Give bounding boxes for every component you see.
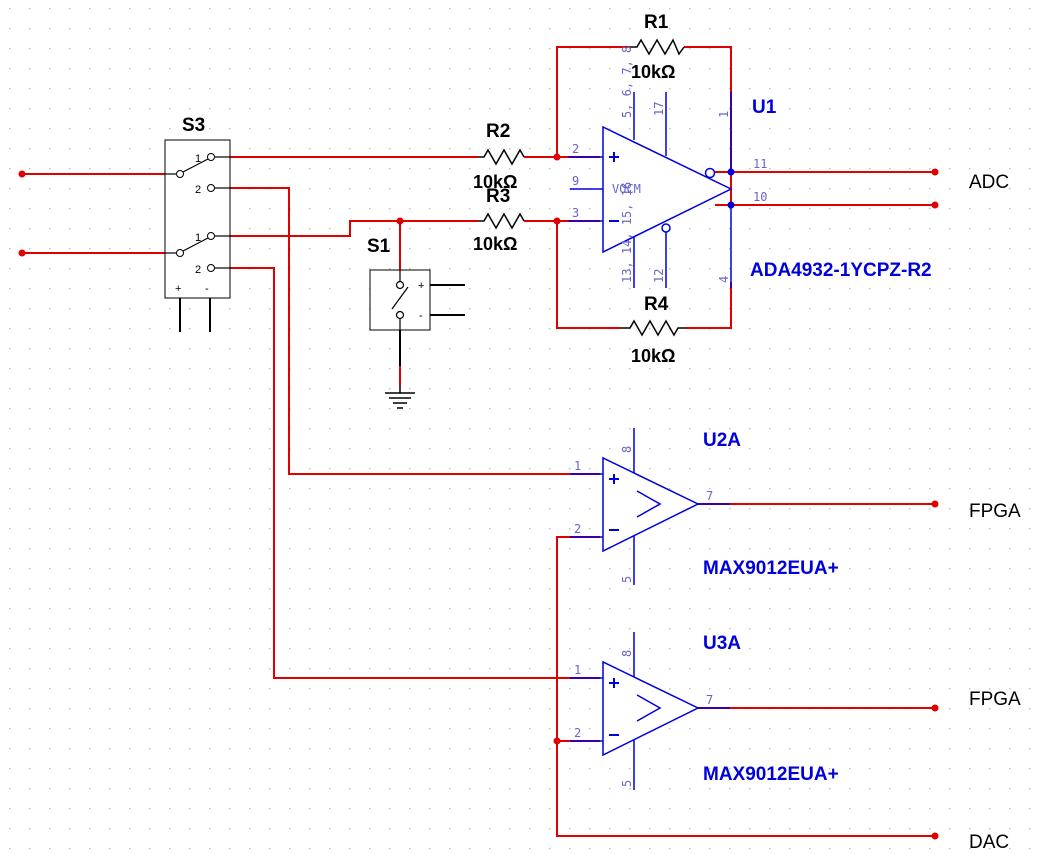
s1-ref: S1 bbox=[367, 236, 391, 257]
u1-pin-bottom-b: 12 bbox=[652, 269, 666, 283]
u1-pin-in-plus: 2 bbox=[572, 142, 579, 156]
resistor-zigzag bbox=[630, 38, 685, 56]
net-label-fpga: FPGA bbox=[969, 501, 1021, 522]
r2-ref: R2 bbox=[486, 121, 510, 142]
junction-dot bbox=[553, 737, 561, 745]
s3-pin-label: 1 bbox=[195, 153, 201, 165]
comparator-u3a[interactable] bbox=[570, 632, 730, 790]
terminal-dot bbox=[931, 704, 939, 712]
u1-pin-bottom-c: 4 bbox=[717, 276, 731, 283]
u3a-pin-vcc: 8 bbox=[620, 650, 634, 657]
r4-value: 10kΩ bbox=[631, 346, 675, 366]
r2-value: 10kΩ bbox=[473, 172, 517, 192]
comparator-u2a[interactable] bbox=[570, 428, 730, 585]
s3-body bbox=[164, 139, 231, 299]
u2a-pin-out: 7 bbox=[706, 489, 713, 503]
r1-ref: R1 bbox=[644, 12, 669, 33]
switch-s1[interactable]: S1 + - bbox=[367, 236, 431, 331]
s3-pin-label: 2 bbox=[195, 264, 201, 276]
r3-value: 10kΩ bbox=[473, 234, 517, 254]
terminal-dot bbox=[931, 832, 939, 840]
ground-icon bbox=[385, 385, 415, 409]
junction-dot bbox=[18, 170, 26, 178]
s3-polarity-label: + bbox=[175, 283, 181, 295]
wire-r4-left bbox=[556, 221, 620, 329]
resistor-zigzag bbox=[478, 212, 525, 230]
wire-s3-u3a bbox=[230, 267, 600, 679]
terminal-dot bbox=[931, 201, 939, 209]
r1-value: 10kΩ bbox=[631, 62, 675, 82]
wire-r4-right bbox=[686, 282, 732, 329]
u1-pin-top-c: 1 bbox=[717, 111, 731, 118]
s3-pin-label: 1 bbox=[195, 232, 201, 244]
resistor-r3[interactable]: R3 10kΩ bbox=[473, 186, 525, 254]
junction-dot bbox=[553, 153, 561, 161]
u2a-comparator-symbol bbox=[636, 490, 662, 518]
terminal-dot bbox=[931, 168, 939, 176]
u1-part-number: ADA4932-1YCPZ-R2 bbox=[750, 260, 932, 281]
wire-r1-left bbox=[556, 46, 630, 157]
u1-pin-bottom-a: 13, 14, 15, 16 bbox=[620, 182, 634, 283]
resistor-zigzag bbox=[620, 319, 686, 337]
u1-pin-out-minus: 11 bbox=[753, 157, 767, 171]
s3-polarity-label: - bbox=[205, 283, 209, 295]
resistor-r2[interactable]: R2 10kΩ bbox=[473, 121, 525, 192]
u1-vocm-label: VOCM bbox=[612, 182, 641, 196]
u2a-part-number: MAX9012EUA+ bbox=[703, 558, 839, 579]
u1-pin-top-a: 5, 6, 7, 8 bbox=[620, 46, 634, 118]
u1-pin-top-b: 17 bbox=[652, 102, 666, 116]
u3a-pin-in-plus: 1 bbox=[574, 663, 581, 677]
resistor-zigzag bbox=[478, 148, 525, 166]
net-label-fpga: FPGA bbox=[969, 689, 1021, 710]
net-label-adc: ADC bbox=[969, 172, 1009, 193]
u1-pin-in-minus: 3 bbox=[572, 206, 579, 220]
resistor-r1[interactable]: R1 10kΩ bbox=[630, 12, 685, 82]
switch-leads bbox=[179, 284, 465, 366]
wires bbox=[22, 46, 935, 837]
s1-polarity-label: + bbox=[418, 280, 424, 292]
u2a-triangle bbox=[602, 456, 700, 553]
u1-pin-out-plus: 10 bbox=[753, 190, 767, 204]
junction-dot bbox=[18, 249, 26, 257]
junction-dot bbox=[553, 217, 561, 225]
u3a-ref: U3A bbox=[703, 633, 741, 654]
u1-pin-vocm: 9 bbox=[572, 174, 579, 188]
switch-s3[interactable]: S3 1 2 1 2 + - bbox=[164, 115, 231, 299]
u2a-pin-in-minus: 2 bbox=[574, 522, 581, 536]
s3-pin-label: 2 bbox=[195, 184, 201, 196]
wire-s3-u2a bbox=[230, 187, 600, 475]
u2a-pin-gnd: 5 bbox=[620, 576, 634, 583]
u3a-part-number: MAX9012EUA+ bbox=[703, 764, 839, 785]
resistor-r4[interactable]: R4 10kΩ bbox=[620, 294, 686, 366]
u1-ref: U1 bbox=[752, 97, 777, 118]
r4-ref: R4 bbox=[644, 294, 669, 315]
s3-ref: S3 bbox=[182, 115, 205, 136]
u2a-pin-vcc: 8 bbox=[620, 446, 634, 453]
net-label-dac: DAC bbox=[969, 832, 1009, 853]
u1-pin-bubble bbox=[661, 223, 671, 233]
junction-dot bbox=[396, 217, 404, 225]
u3a-pin-in-minus: 2 bbox=[574, 726, 581, 740]
u3a-pin-out: 7 bbox=[706, 693, 713, 707]
u3a-pin-gnd: 5 bbox=[620, 780, 634, 787]
u3a-comparator-symbol bbox=[636, 694, 662, 722]
r3-ref: R3 bbox=[486, 186, 510, 207]
s1-polarity-label: - bbox=[419, 310, 423, 322]
u3a-triangle bbox=[602, 660, 700, 757]
terminal-dot bbox=[931, 500, 939, 508]
u2a-ref: U2A bbox=[703, 430, 741, 451]
u1-inverting-bubble bbox=[704, 167, 716, 179]
u2a-pin-in-plus: 1 bbox=[574, 459, 581, 473]
opamp-u1[interactable] bbox=[568, 92, 733, 288]
